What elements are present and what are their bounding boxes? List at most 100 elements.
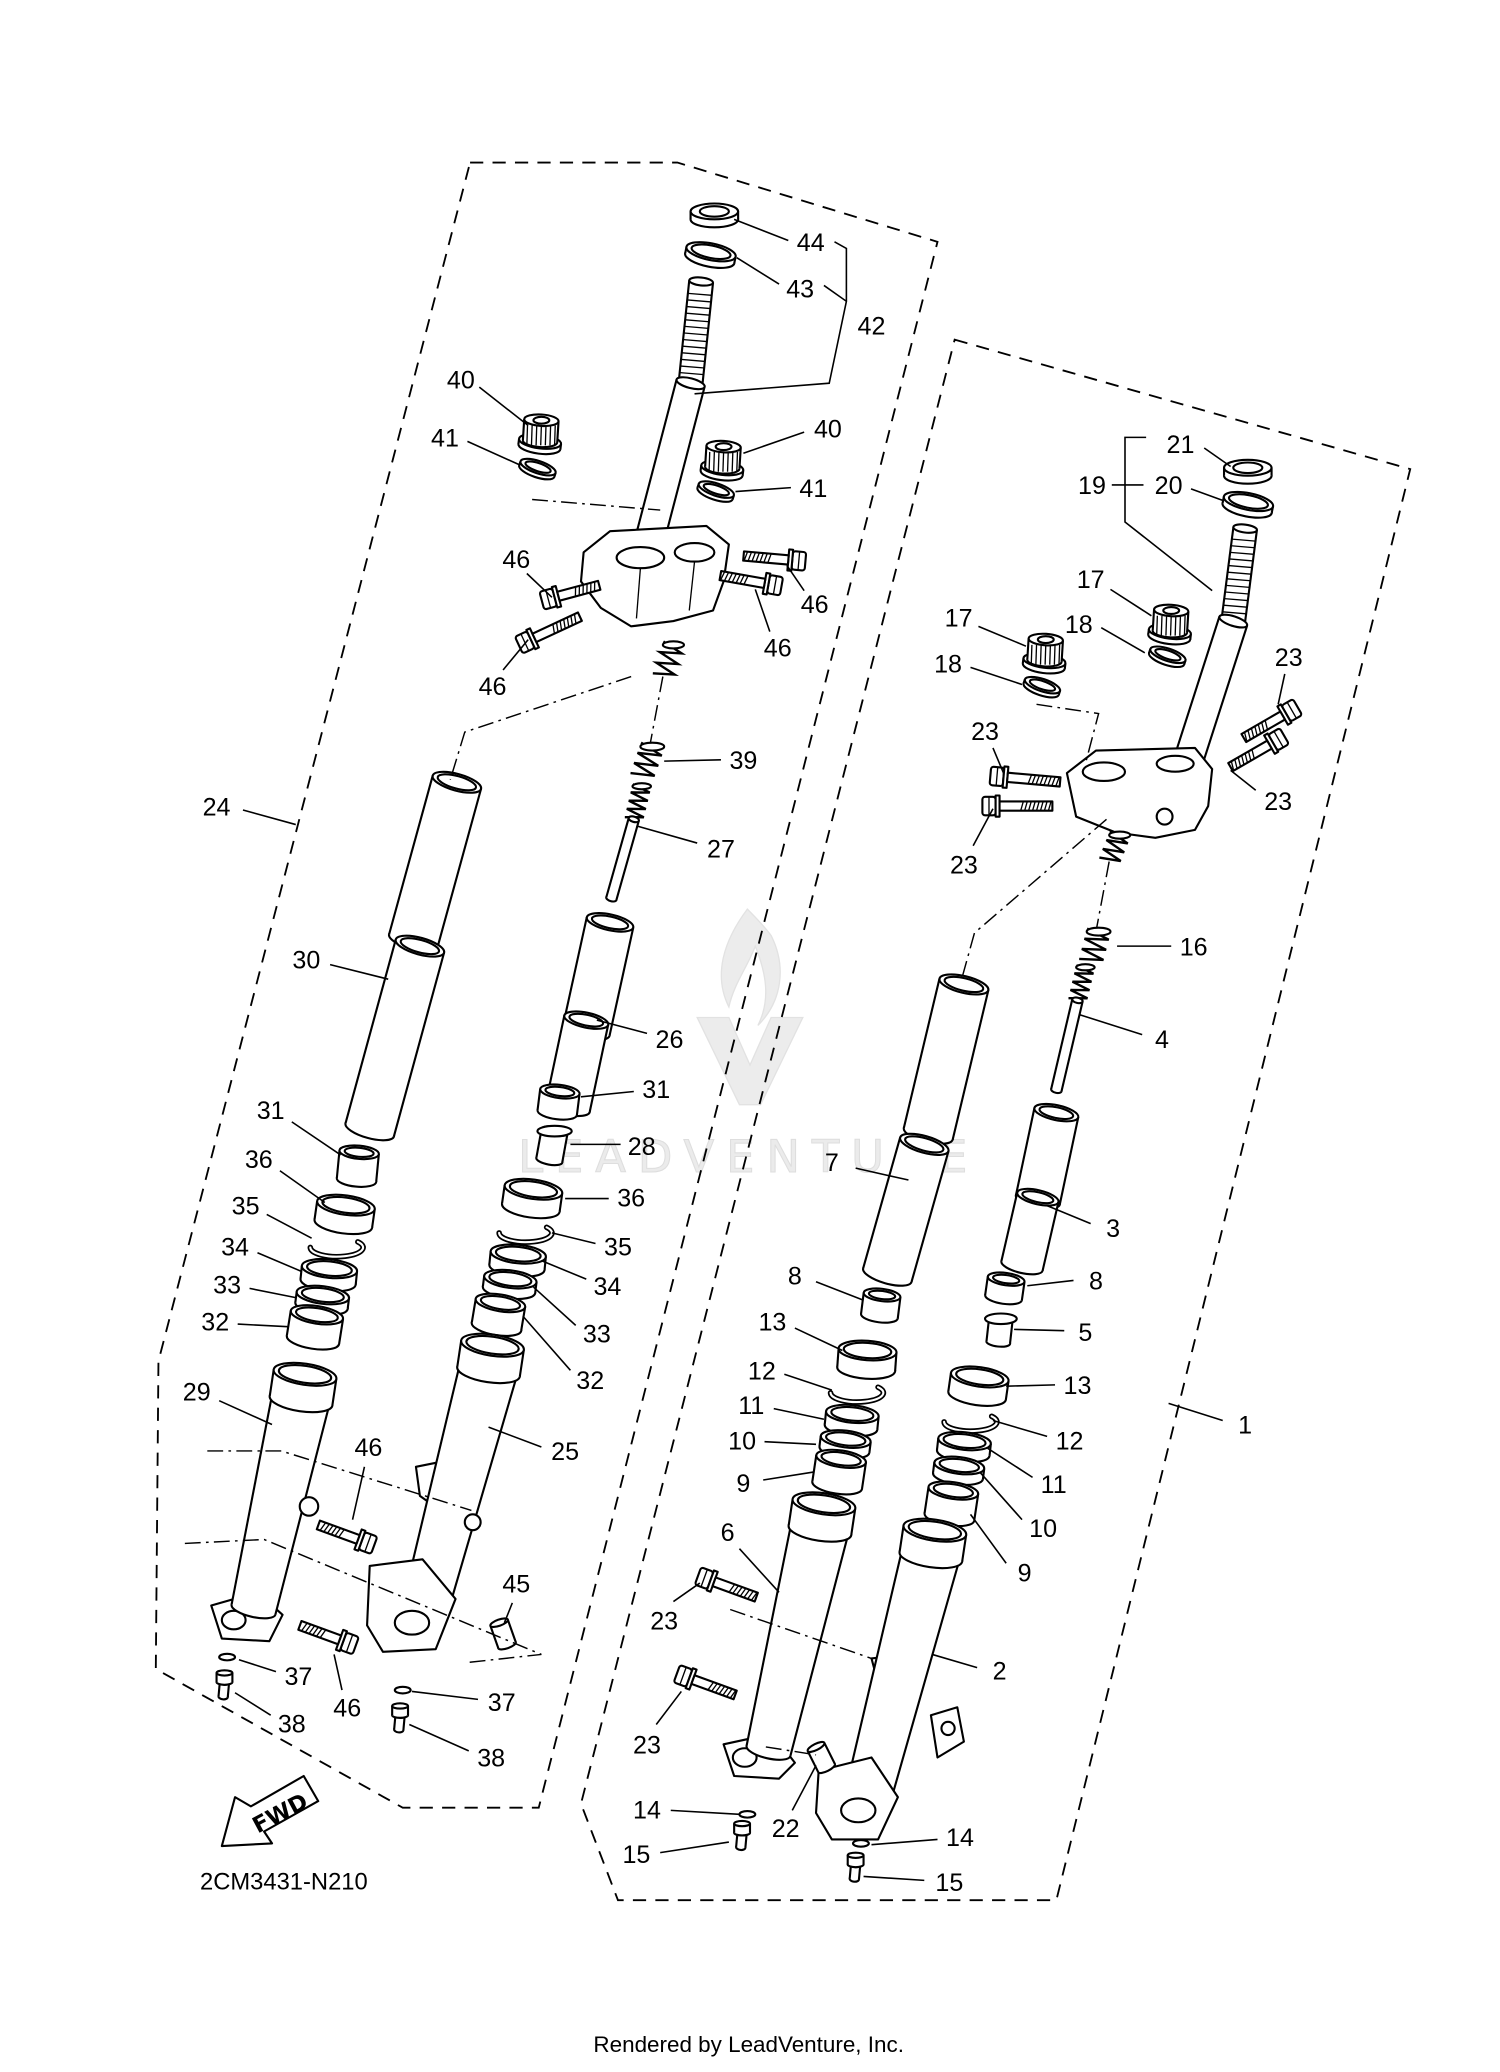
callout-leader-39 <box>664 759 721 762</box>
callout-leader-23 <box>1277 673 1286 705</box>
callout-leader-15 <box>863 1875 925 1882</box>
callout-46: 46 <box>502 546 530 574</box>
fork-leg-25-boss <box>463 1513 482 1532</box>
callout-9: 9 <box>736 1470 750 1498</box>
seal-13 <box>947 1365 1010 1407</box>
bracket-left-bore <box>615 546 666 570</box>
callout-leader-46 <box>351 1466 366 1520</box>
callout-23: 23 <box>633 1732 661 1760</box>
callout-leader-46 <box>502 639 529 671</box>
callout-leader-11 <box>773 1407 825 1420</box>
callout-leader-2 <box>931 1653 978 1669</box>
callout-17: 17 <box>1077 566 1105 594</box>
callout-45: 45 <box>502 1570 530 1598</box>
callout-leader-23 <box>672 1582 701 1603</box>
callout-leader-10 <box>764 1440 817 1446</box>
bolt-46 <box>718 569 784 597</box>
tube-3-lower <box>1000 1187 1060 1276</box>
callout-22: 22 <box>772 1815 800 1843</box>
callout-leader-1 <box>1168 1402 1223 1422</box>
callout-19: 19 <box>1078 472 1106 500</box>
callout-leader-32 <box>237 1323 288 1328</box>
callout-leader-38 <box>234 1692 272 1716</box>
bolt-15 <box>846 1851 865 1883</box>
callout-33: 33 <box>583 1321 611 1349</box>
callout-11: 11 <box>1041 1471 1067 1499</box>
alignment-line <box>184 1538 542 1664</box>
tube-26-upper <box>561 912 635 1042</box>
rod-4 <box>1050 996 1084 1095</box>
spring-guide <box>648 676 664 747</box>
callout-3: 3 <box>1106 1215 1120 1243</box>
spring-39 <box>630 741 666 777</box>
callout-27: 27 <box>707 836 735 864</box>
fork-leg-2-side-lug-hole <box>940 1720 956 1737</box>
seal-13 <box>836 1339 898 1380</box>
callout-46: 46 <box>801 591 829 619</box>
inner-tube-7-lower <box>862 1132 950 1287</box>
callout-4: 4 <box>1155 1026 1169 1054</box>
parts-layer <box>210 202 1303 1883</box>
bushing-31 <box>335 1144 380 1188</box>
callout-leader-23 <box>655 1690 682 1725</box>
callout-leader-29 <box>218 1399 273 1426</box>
callout-leader-21 <box>1203 447 1232 468</box>
callout-8: 8 <box>1089 1268 1103 1296</box>
callout-leader-13 <box>1006 1384 1056 1387</box>
callout-leader-34 <box>257 1251 302 1272</box>
callout-leader-20 <box>1190 488 1225 502</box>
bolt-15-head <box>733 1819 752 1837</box>
o-ring-18 <box>1022 675 1062 699</box>
callout-21: 21 <box>1167 431 1195 459</box>
callout-23: 23 <box>1275 644 1303 672</box>
callout-leader-13 <box>794 1327 843 1352</box>
washer-37 <box>393 1685 412 1695</box>
callout-23: 23 <box>650 1607 678 1635</box>
callout-29: 29 <box>183 1379 211 1407</box>
callout-32: 32 <box>201 1309 229 1337</box>
callout-leader-17 <box>978 625 1027 647</box>
callout-leader-30 <box>329 963 389 980</box>
bushing-8 <box>859 1287 902 1324</box>
inner-tube-30-lower <box>344 934 446 1142</box>
callout-15: 15 <box>935 1869 963 1897</box>
o-ring-41 <box>518 457 557 481</box>
callout-35: 35 <box>232 1192 260 1220</box>
callout-23: 23 <box>950 851 978 879</box>
bushing-9 <box>811 1448 868 1496</box>
callout-24: 24 <box>203 793 231 821</box>
seal-36 <box>313 1193 376 1236</box>
bracket-right-lug <box>1155 807 1174 826</box>
callout-leader-10 <box>979 1471 1023 1521</box>
fork-leg-6-collar <box>787 1491 857 1543</box>
callout-leader-17 <box>1110 588 1152 617</box>
callout-30: 30 <box>292 947 320 975</box>
rod-27 <box>605 815 640 903</box>
cap-bolt-40 <box>517 413 563 456</box>
callout-36: 36 <box>245 1146 273 1174</box>
tube-3-upper <box>1014 1102 1080 1210</box>
callout-leader-33 <box>532 1286 577 1326</box>
callout-12: 12 <box>748 1358 776 1386</box>
bushing-8 <box>984 1271 1026 1306</box>
callout-leader-35 <box>266 1213 312 1239</box>
bushing-9 <box>923 1480 980 1528</box>
fork-leg-29-axle-hole <box>220 1609 247 1631</box>
cap-bolt-17 <box>1147 603 1192 646</box>
bolt-23 <box>1240 698 1303 744</box>
alignment-line <box>1036 703 1100 764</box>
spring-16 <box>1079 926 1112 962</box>
fork-leg-29-collar <box>268 1361 338 1414</box>
callout-leader-11 <box>987 1447 1034 1479</box>
callout-12: 12 <box>1056 1428 1084 1456</box>
callout-26: 26 <box>656 1026 684 1054</box>
callout-34: 34 <box>221 1233 249 1261</box>
bolt-46 <box>538 579 602 611</box>
bolt-38 <box>391 1702 410 1734</box>
bolt-15-head <box>846 1851 865 1869</box>
callout-leader-38 <box>409 1723 470 1752</box>
callout-leader-46 <box>526 572 553 598</box>
diagram-code: 2CM3431-N210 <box>200 1869 368 1896</box>
callout-leader-31 <box>580 1090 634 1098</box>
